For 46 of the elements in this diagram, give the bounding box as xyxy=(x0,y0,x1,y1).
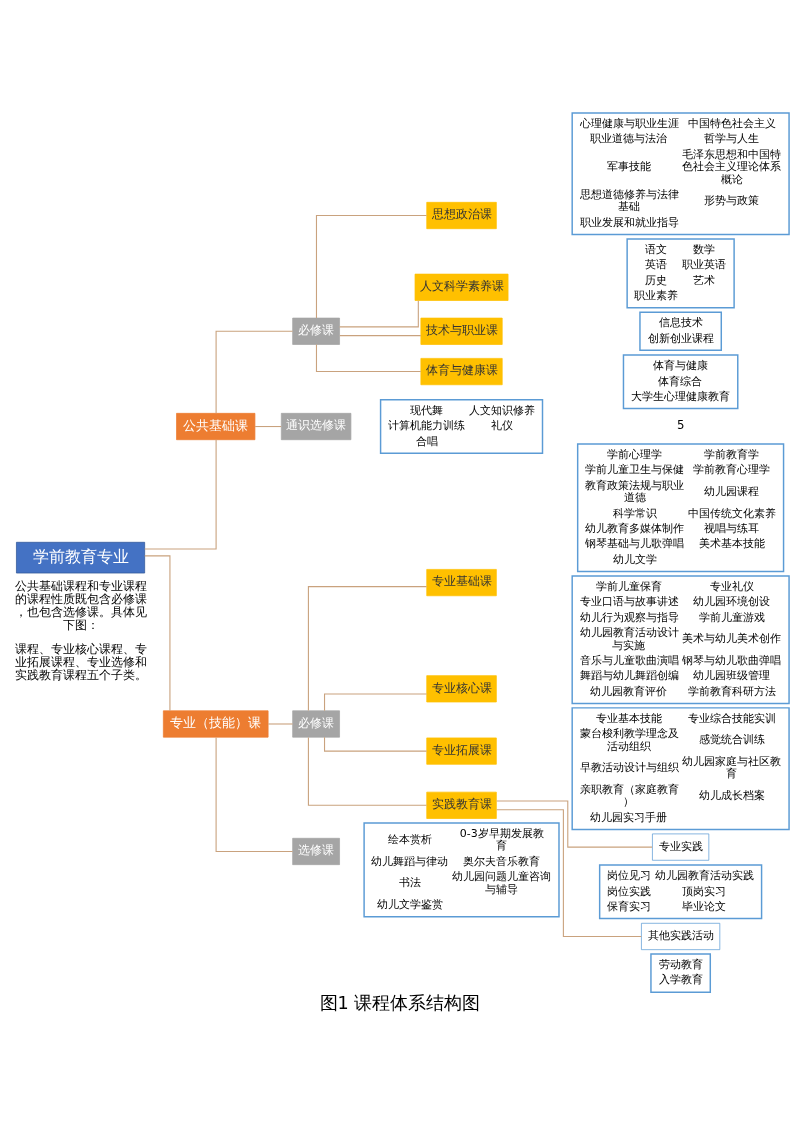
node-box: 体育与健康课 xyxy=(420,358,503,386)
connector xyxy=(215,736,294,853)
node-box: 专业基础课 xyxy=(426,569,497,597)
node-box: 现代舞 人文知识修养 计算机能力训练 礼仪 合唱 xyxy=(379,399,544,454)
node-box: 岗位见习 幼儿园教育活动实践 岗位实践 顶岗实习 保育实习 毕业论文 xyxy=(598,864,763,920)
label: 公共基础课程和专业课程的课程性质既包含必修课，也包含选修课。具体见下图： xyxy=(14,578,147,633)
node-box: 语文 数学 英语 职业英语 历史 艺术 职业素养 xyxy=(626,238,735,309)
label: 5 xyxy=(676,418,685,433)
node-box: 学前教育专业 xyxy=(16,541,146,574)
caption: 图1 课程体系结构图 xyxy=(319,993,481,1014)
node-box: 其他实践活动 xyxy=(641,922,721,951)
node-box: 人文科学素养课 xyxy=(414,273,509,301)
connector xyxy=(307,586,428,712)
node-box: 信息技术 创新创业课程 xyxy=(639,311,722,352)
connector xyxy=(339,335,422,337)
connector xyxy=(339,300,419,328)
connector xyxy=(254,425,282,428)
connector xyxy=(323,693,428,712)
connector xyxy=(307,736,428,806)
connector xyxy=(267,723,294,725)
node-box: 思想政治课 xyxy=(426,201,497,230)
node-box: 专业拓展课 xyxy=(426,737,497,765)
node-box: 心理健康与职业生涯 中国特色社会主义 职业道德与法治 哲学与人生 军事技能 毛泽东思想和中国特色社会主义理论体系概论 思想道德修养与法律基础 形势与政策 职业发展和就业指导 xyxy=(571,112,790,236)
node-box: 专业实践 xyxy=(652,833,710,861)
node-box: 专业核心课 xyxy=(426,675,497,703)
connector xyxy=(315,214,428,319)
node-box: 必修课 xyxy=(292,710,340,738)
node-box: 通识选修课 xyxy=(280,412,352,441)
connector xyxy=(496,809,642,937)
connector xyxy=(144,555,171,712)
node-box: 技术与职业课 xyxy=(420,317,503,345)
label: 课程、专业核心课程、专业拓展课程、专业选修和实践教育课程五个子类。 xyxy=(14,641,147,683)
node-box: 劳动教育 入学教育 xyxy=(650,953,712,993)
node-box: 学前心理学 学前教育学 学前儿童卫生与保健 学前教育心理学 教育政策法规与职业道德 幼儿园课程 科学常识 中国传统文化素养 幼儿教育多媒体制作 视唱与练耳 钢琴基础与儿歌弹唱 美术基本技能 幼儿文学 xyxy=(576,443,785,573)
node-box: 公共基础课 xyxy=(176,412,256,441)
connector xyxy=(496,800,653,848)
node-box: 实践教育课 xyxy=(426,791,497,819)
node-box: 绘本赏析 0-3岁早期发展教育 幼儿舞蹈与律动 奥尔夫音乐教育 书法 幼儿园问题儿童咨询与辅导 幼儿文学鉴赏 xyxy=(363,822,560,918)
node-box: 专业（技能）课 xyxy=(162,710,269,738)
connector xyxy=(144,439,217,550)
connector xyxy=(323,736,428,752)
node-box: 体育与健康 体育综合 大学生心理健康教育 xyxy=(622,354,739,410)
connector xyxy=(315,343,422,373)
connector xyxy=(215,330,294,414)
node-box: 必修课 xyxy=(292,317,340,345)
node-box: 选修课 xyxy=(292,837,340,866)
